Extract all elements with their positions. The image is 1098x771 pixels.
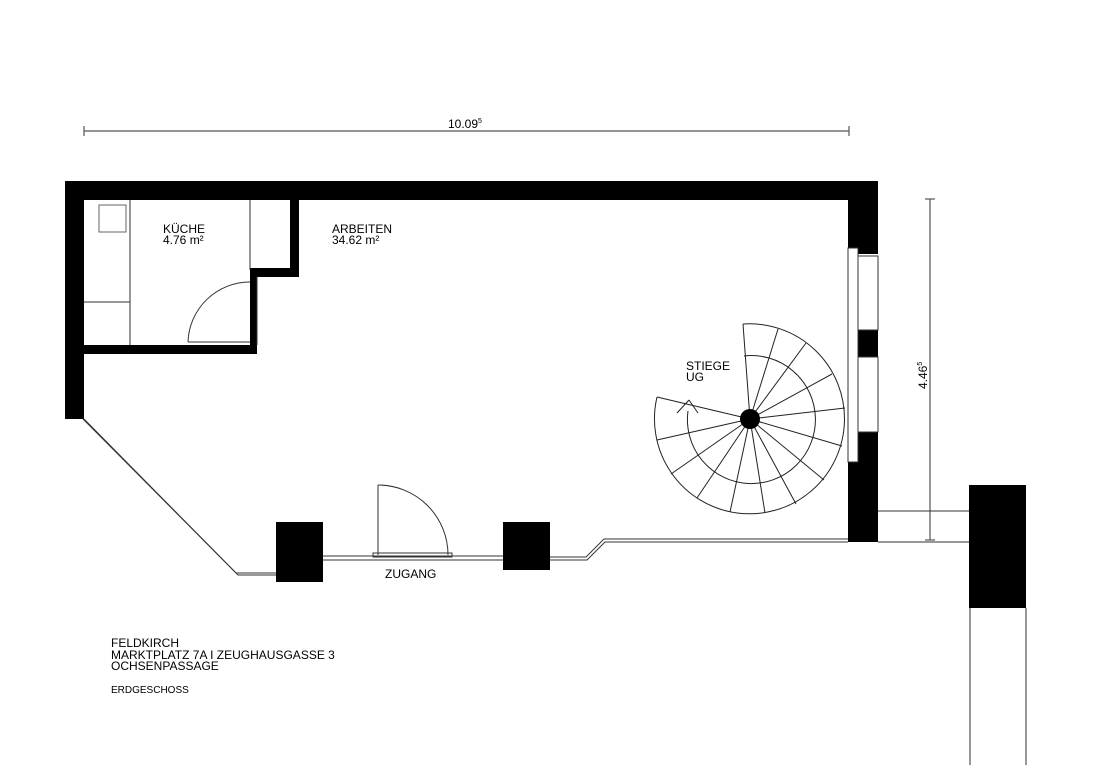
building-name: OCHSENPASSAGE (111, 659, 219, 673)
floor-name: ERDGESCHOSS (111, 684, 189, 696)
room-label-arbeiten: ARBEITEN 34.62 m² (332, 222, 393, 247)
room-name: ARBEITEN (332, 222, 393, 236)
kitchen-fixtures (84, 200, 258, 345)
room-area: 34.62 m² (332, 233, 380, 247)
room-name: KÜCHE (163, 222, 206, 236)
right-window (847, 247, 879, 463)
address: MARKTPLATZ 7A I ZEUGHAUSGASSE 3 (111, 647, 335, 662)
depth-dimension-label: 4.465 (916, 361, 930, 389)
width-dimension-label: 10.095 (448, 117, 482, 131)
entrance-door (372, 484, 453, 558)
entrance-label: ZUGANG (385, 567, 437, 581)
plan-info-block: FELDKIRCH MARKTPLATZ 7A I ZEUGHAUSGASSE … (111, 636, 335, 696)
stair-label: STIEGE UG (686, 359, 731, 384)
room-area: 4.76 m² (163, 233, 204, 247)
depth-dimension-line (925, 198, 935, 541)
width-dimension-line (83, 126, 850, 136)
city: FELDKIRCH (111, 636, 180, 650)
room-label-kueche: KÜCHE 4.76 m² (163, 222, 206, 247)
walls (65, 181, 1026, 608)
facade-lines (81, 417, 1027, 765)
spiral-stair (653, 323, 846, 515)
